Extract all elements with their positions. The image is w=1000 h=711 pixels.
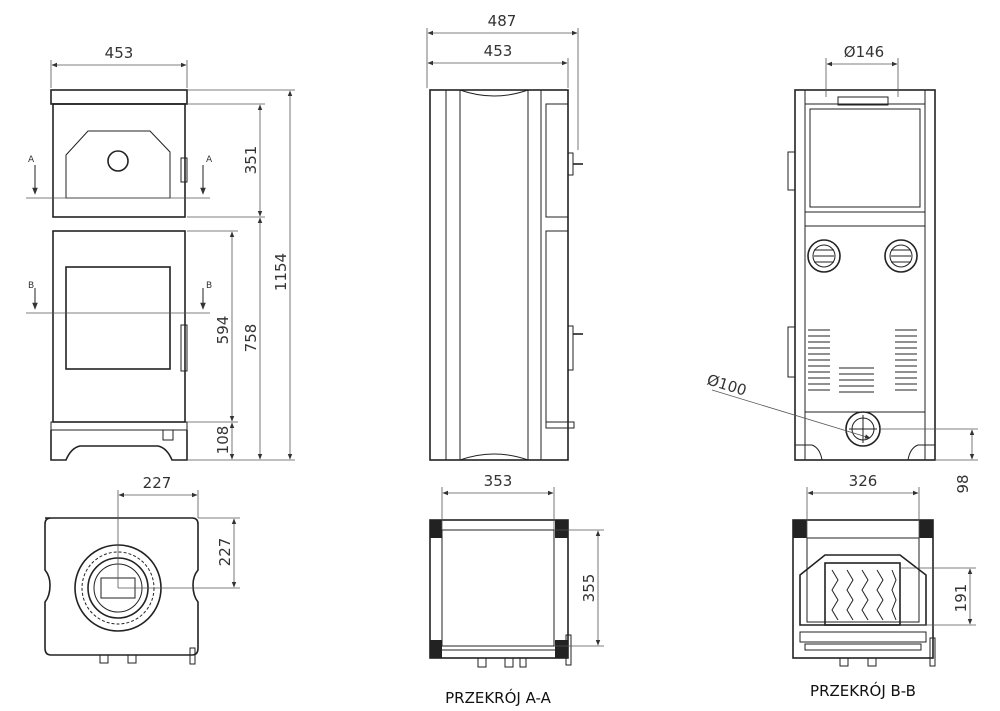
- front-door-glass: [65, 266, 171, 370]
- section-b-grate: [824, 562, 901, 626]
- front-base-strip: [50, 421, 188, 431]
- top-offset-x-label: 227: [143, 474, 172, 492]
- section-a-outline: [429, 519, 569, 659]
- front-oven-frame: [52, 103, 186, 218]
- section-marker-a-left: A: [28, 155, 35, 165]
- front-door-frame: [52, 230, 186, 423]
- side-oven-door: [545, 103, 569, 218]
- front-door-handle: [180, 324, 188, 372]
- front-view: A A B B 453 351 1154 594 758 108: [26, 44, 295, 461]
- front-total-height-label: 1154: [272, 253, 290, 291]
- front-base-height-label: 108: [214, 426, 232, 455]
- back-air-vent-left-icon: [807, 239, 841, 273]
- back-upper-panel: [809, 108, 921, 208]
- section-a-chamber: [441, 529, 555, 647]
- section-a-depth-label: 355: [580, 574, 598, 603]
- section-b-width-label: 326: [849, 472, 878, 490]
- front-ash-lever: [162, 429, 174, 441]
- front-oven-thermometer-icon: [107, 150, 129, 172]
- front-oven-height-label: 351: [242, 146, 260, 175]
- section-a-caption: PRZEKRÓJ A-A: [445, 688, 551, 707]
- front-oven-window: [65, 130, 171, 199]
- back-view: Ø146 Ø100 98: [705, 43, 978, 494]
- side-main-door: [545, 230, 569, 423]
- top-offset-y-label: 227: [216, 538, 234, 567]
- back-air-vent-right-icon: [884, 239, 918, 273]
- back-side-handle-upper: [787, 151, 796, 191]
- front-oven-handle: [180, 157, 188, 183]
- back-inlet-diameter-label: Ø100: [705, 371, 749, 400]
- side-door-handle: [567, 325, 574, 371]
- section-marker-b-right: B: [206, 281, 212, 291]
- section-marker-b-left: B: [28, 281, 34, 291]
- back-body-outline: [794, 89, 936, 461]
- section-b-view: 326 191 PRZEKRÓJ B-B: [792, 472, 976, 700]
- back-louvers-center: [839, 367, 874, 393]
- front-door-height-label: 594: [214, 316, 232, 345]
- back-inlet-height-label: 98: [954, 474, 972, 493]
- top-body-outline: [44, 517, 199, 656]
- section-a-width-label: 353: [484, 472, 513, 490]
- section-b-caption: PRZEKRÓJ B-B: [810, 681, 916, 700]
- section-b-firebox: [799, 554, 927, 626]
- section-b-depth-label: 191: [952, 584, 970, 613]
- front-lower-height-label: 758: [242, 324, 260, 353]
- back-louvers-right: [895, 329, 917, 391]
- back-flue-outlet: [837, 96, 889, 106]
- side-body-width-label: 453: [484, 42, 513, 60]
- side-view: 487 453: [426, 12, 583, 461]
- section-a-view: 353 355 PRZEKRÓJ A-A: [429, 472, 604, 707]
- side-body-outline: [429, 89, 569, 461]
- front-width-label: 453: [105, 44, 134, 62]
- front-base-feet: [50, 430, 188, 461]
- top-view: 227 227: [44, 474, 240, 665]
- front-top-plate: [50, 89, 188, 105]
- side-total-width-label: 487: [488, 12, 517, 30]
- back-side-handle-lower: [787, 326, 796, 378]
- back-flue-diameter-label: Ø146: [844, 43, 884, 61]
- back-louvers-left: [808, 329, 830, 391]
- section-marker-a-right: A: [206, 155, 213, 165]
- section-b-outline: [792, 519, 934, 659]
